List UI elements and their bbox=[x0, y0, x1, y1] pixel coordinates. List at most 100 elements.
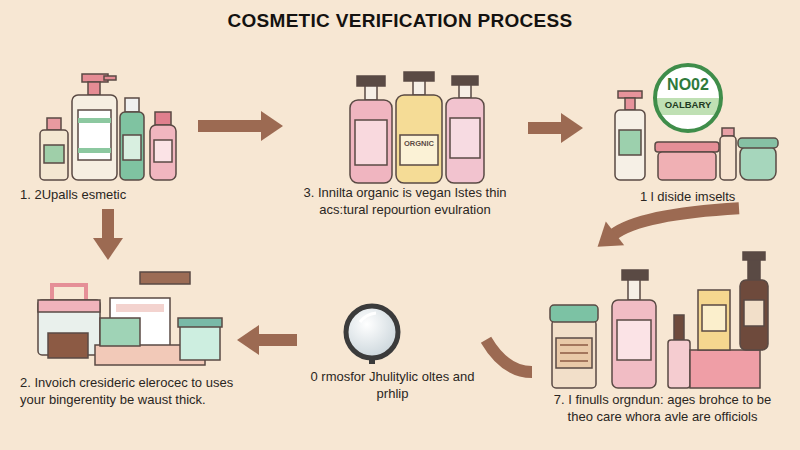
arrow-head bbox=[237, 325, 259, 355]
step-one-bottles bbox=[44, 145, 64, 163]
arrow-shaft bbox=[613, 208, 739, 234]
arrow-head bbox=[261, 111, 283, 141]
step-one-bottles bbox=[104, 76, 116, 80]
label-wrap: ORGNIC bbox=[398, 139, 440, 149]
badge-code: NO02 bbox=[667, 76, 709, 94]
badge-circle bbox=[652, 62, 724, 134]
step-two-items bbox=[178, 318, 222, 327]
process-step: 7. I finulls orgndun: ages brohce to be … bbox=[535, 248, 790, 428]
arrow-shaft bbox=[528, 122, 563, 134]
step-one-bottles bbox=[150, 125, 176, 180]
step-badge-products bbox=[615, 91, 778, 180]
badge-word: OALBARY bbox=[665, 99, 712, 111]
badge-ring bbox=[655, 65, 721, 131]
step-two-items bbox=[48, 333, 88, 358]
step-badge-products bbox=[722, 128, 734, 136]
step-three-bottles bbox=[450, 118, 480, 158]
step-seven-products bbox=[617, 320, 651, 360]
step-three-bottles bbox=[357, 76, 385, 86]
step-badge-products bbox=[615, 110, 645, 180]
flow-arrow bbox=[93, 209, 123, 260]
step-three-bottles bbox=[355, 120, 387, 165]
step-one-bottles bbox=[40, 130, 68, 180]
step-badge-products bbox=[655, 142, 719, 152]
step-seven-products bbox=[550, 252, 768, 388]
step-seven-products bbox=[560, 344, 588, 346]
step-one-bottles bbox=[40, 74, 176, 180]
step-caption: 3. Innilta organic is vegan Istes thin a… bbox=[285, 184, 525, 218]
step-three-bottles bbox=[459, 85, 471, 98]
arrow-shaft bbox=[486, 340, 532, 372]
step-seven-products bbox=[698, 290, 730, 350]
step-seven-products bbox=[560, 352, 588, 354]
process-step: 1. 2Upalls esmetic bbox=[15, 58, 195, 206]
step-two-items bbox=[52, 285, 86, 300]
step-seven-products bbox=[550, 305, 598, 322]
step-badge-products bbox=[619, 130, 641, 155]
step-one-bottles bbox=[155, 112, 171, 125]
process-step: 1 l diside imseltsNO02OALBARY bbox=[585, 60, 790, 208]
process-step: 2. Invoich cresideric elerocec to uses y… bbox=[15, 262, 235, 411]
step-caption: 0 rmosfor Jhulitylic oltes and prhlip bbox=[300, 368, 485, 402]
step-seven-products bbox=[560, 360, 588, 362]
flow-arrow bbox=[198, 111, 283, 141]
title-wrap: COSMETIC VERIFICATION PROCESS bbox=[0, 10, 800, 32]
step-seven-products bbox=[690, 350, 760, 388]
step-seven-products bbox=[743, 252, 765, 260]
step-seven-products bbox=[702, 305, 726, 331]
step-seven-products bbox=[628, 280, 640, 300]
flow-arrow bbox=[237, 325, 297, 355]
step-two-items bbox=[38, 300, 100, 312]
arrow-head bbox=[561, 113, 583, 143]
diagram-title: COSMETIC VERIFICATION PROCESS bbox=[0, 10, 800, 32]
step-two-items bbox=[140, 272, 190, 284]
step-one-bottles bbox=[154, 140, 172, 162]
step-seven-products bbox=[674, 315, 684, 340]
step-two-items bbox=[116, 304, 164, 312]
step-three-bottles bbox=[350, 100, 392, 183]
step-three-bottles bbox=[413, 81, 425, 95]
seal-badge: NO02OALBARY bbox=[652, 62, 724, 134]
step-two-items bbox=[38, 272, 222, 365]
step-one-bottles bbox=[123, 135, 141, 160]
step-caption: 1. 2Upalls esmetic bbox=[20, 186, 195, 203]
step-three-bottles bbox=[452, 76, 478, 85]
step-seven-products bbox=[556, 338, 592, 368]
step-three-bottles bbox=[404, 72, 434, 81]
step-one-bottles bbox=[88, 82, 100, 95]
step-caption: 7. I finulls orgndun: ages brohce to be … bbox=[550, 391, 775, 425]
step-badge-products bbox=[720, 136, 736, 180]
step-seven-products bbox=[668, 340, 690, 388]
arrow-shaft bbox=[198, 120, 263, 132]
process-step: 0 rmosfor Jhulitylic oltes and prhlip bbox=[300, 305, 485, 405]
step-three-bottles bbox=[396, 95, 442, 183]
step-three-bottles bbox=[365, 86, 377, 100]
step-badge-products bbox=[618, 91, 642, 98]
step-badge-products bbox=[740, 146, 776, 180]
step-one-bottles bbox=[120, 112, 144, 180]
flow-arrow bbox=[598, 208, 739, 247]
step-badge-products bbox=[738, 138, 778, 148]
step-one-bottles bbox=[47, 118, 61, 130]
step-badge-products bbox=[625, 98, 635, 110]
arrow-head bbox=[598, 221, 625, 246]
bottle-label: ORGNIC bbox=[398, 139, 440, 149]
arrow-shaft bbox=[102, 209, 114, 240]
step-three-bottles bbox=[350, 72, 484, 183]
mirror-illustration bbox=[346, 306, 398, 364]
step-three-bottles bbox=[446, 98, 484, 183]
step-one-bottles bbox=[78, 148, 111, 153]
step-one-bottles bbox=[72, 95, 117, 180]
step-seven-products bbox=[740, 280, 768, 350]
flow-arrow bbox=[486, 340, 532, 372]
mirror-illustration bbox=[346, 306, 398, 358]
step-one-bottles bbox=[125, 98, 139, 112]
step-seven-products bbox=[612, 300, 656, 388]
arrow-head bbox=[93, 238, 123, 260]
step-one-bottles bbox=[78, 110, 111, 160]
step-two-items bbox=[100, 318, 140, 346]
step-badge-products bbox=[658, 152, 716, 180]
step-seven-products bbox=[622, 270, 648, 280]
